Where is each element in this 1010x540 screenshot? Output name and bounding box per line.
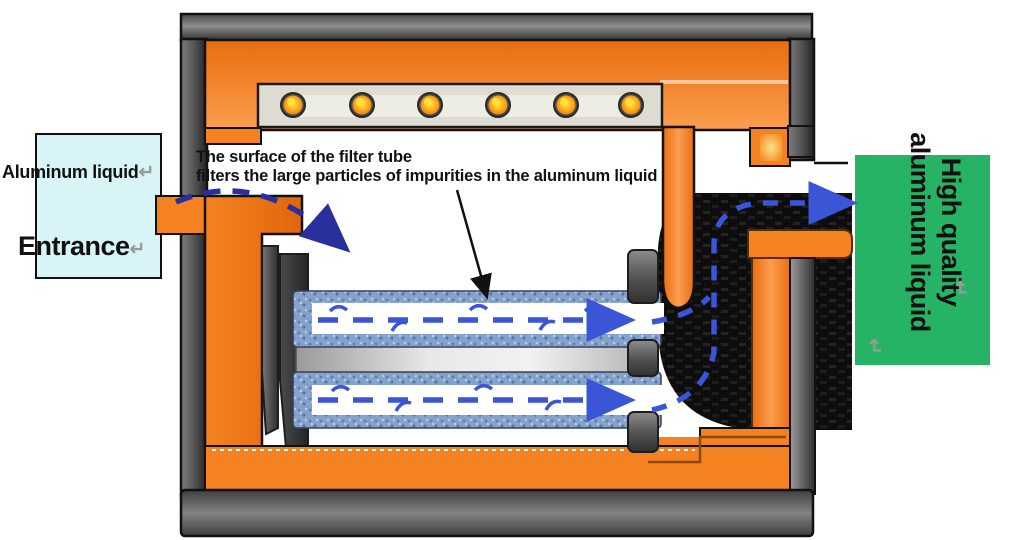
heater-bar xyxy=(256,82,664,129)
outlet-label-line-1: High quality xyxy=(936,157,966,307)
divider-column xyxy=(661,125,696,310)
entrance-fluid-label: Aluminum liquid↵ xyxy=(2,161,154,184)
entrance-text: Entrance xyxy=(18,231,130,261)
heater-lamp xyxy=(349,92,375,118)
frame-top-bar xyxy=(179,12,814,43)
heater-lamp xyxy=(553,92,579,118)
outlet-box xyxy=(855,155,990,365)
return-arrow-icon: ↵ xyxy=(138,162,155,183)
annotation-line-1: The surface of the filter tube xyxy=(196,148,412,166)
outlet-label: High quality aluminum liquid xyxy=(900,102,966,362)
entrance-fluid-text: Aluminum liquid xyxy=(2,162,139,182)
flow-arrow-tube-2 xyxy=(318,378,636,422)
tube-collar-middle xyxy=(627,339,659,377)
flow-arrow-chamber xyxy=(651,181,858,413)
annotation-pointer-arrow xyxy=(455,189,492,300)
entrance-channel xyxy=(155,195,209,235)
frame-right-lower-wall xyxy=(789,257,816,495)
annotation-line-2: filters the large particles of impuritie… xyxy=(196,167,658,185)
frame-left-wall xyxy=(179,37,209,498)
middle-filter-tube xyxy=(295,344,631,374)
flow-arrow-tube-1 xyxy=(318,298,636,342)
entrance-box xyxy=(35,133,162,279)
outlet-ledge xyxy=(747,229,853,259)
tube-collar-bottom xyxy=(627,411,659,453)
entrance-label: Entrance↵ xyxy=(18,231,145,262)
heater-lamp xyxy=(417,92,443,118)
support-plate-left-a xyxy=(261,245,279,436)
tube-collar-top xyxy=(627,249,659,304)
frame-bottom-base xyxy=(179,488,815,538)
return-arrow-icon: ↵ xyxy=(862,338,885,355)
flow-arrow-entrance xyxy=(174,188,351,253)
outlet-label-line-2: aluminum liquid xyxy=(905,132,935,332)
heater-lamp xyxy=(280,92,306,118)
return-arrow-icon: ↵ xyxy=(948,280,971,297)
filter-annotation: The surface of the filter tube filters t… xyxy=(196,148,657,186)
heater-lamp xyxy=(618,92,644,118)
return-arrow-icon: ↵ xyxy=(129,239,146,260)
heater-lamp xyxy=(485,92,511,118)
